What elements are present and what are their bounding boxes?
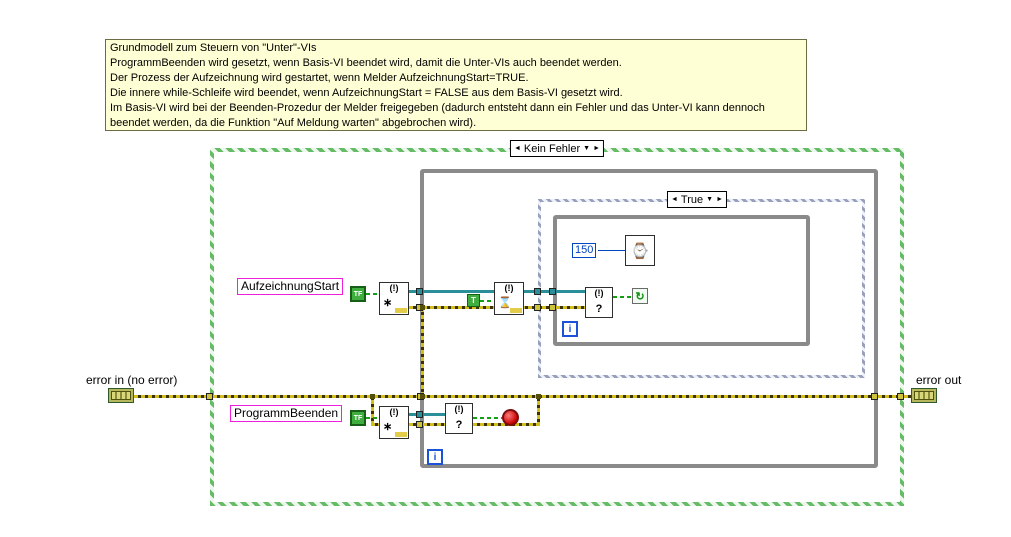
wire-junction[interactable]	[370, 394, 375, 399]
aufzeichnungstart-boolean-terminal[interactable]: TF	[350, 286, 366, 302]
tunnel-notifier[interactable]	[416, 411, 423, 418]
true-constant[interactable]: T	[467, 294, 480, 307]
tunnel-notifier[interactable]	[534, 288, 541, 295]
error-out-terminal[interactable]	[911, 388, 937, 403]
wait-on-notification-node[interactable]: (!) ⌛	[494, 282, 524, 315]
comment-line: Der Prozess der Aufzeichnung wird gestar…	[110, 72, 529, 84]
outer-loop-iteration-terminal[interactable]: i	[427, 449, 443, 465]
error-out-label: error out	[916, 373, 962, 387]
error-wire[interactable]	[421, 309, 424, 396]
numeric-wire[interactable]	[598, 250, 625, 251]
error-wire[interactable]	[904, 395, 912, 398]
comment-line: Die innere while-Schleife wird beendet, …	[110, 87, 623, 99]
clock-icon: ⌚	[630, 242, 650, 260]
wire-junction[interactable]	[420, 305, 425, 310]
question-icon: ?	[595, 303, 603, 315]
tunnel-notifier[interactable]	[416, 288, 423, 295]
boolean-wire[interactable]	[473, 417, 502, 419]
error-wire[interactable]	[371, 423, 381, 426]
boolean-wire[interactable]	[613, 296, 632, 298]
error-wire[interactable]	[134, 395, 213, 398]
obtain-notifier-icon: ∗	[383, 297, 393, 309]
tunnel-error[interactable]	[871, 393, 878, 400]
boolean-wire[interactable]	[480, 300, 494, 302]
comment-box[interactable]: Grundmodell zum Steuern von "Unter"-VIs …	[105, 39, 807, 131]
case-dropdown-icon[interactable]: ▼	[583, 145, 591, 152]
error-wire[interactable]	[371, 398, 374, 425]
error-cluster-icon	[111, 391, 131, 400]
error-wire[interactable]	[213, 395, 904, 398]
tunnel-error[interactable]	[549, 304, 556, 311]
case-prev-arrow-icon[interactable]: ◄	[513, 145, 521, 152]
tunnel-notifier[interactable]	[549, 288, 556, 295]
error-wire[interactable]	[409, 423, 445, 426]
case-next-arrow-icon[interactable]: ►	[593, 145, 601, 152]
notifier-wire[interactable]	[409, 290, 494, 293]
inner-case-selector[interactable]: ◄ True ▼ ►	[666, 191, 728, 208]
aufzeichnungstart-label[interactable]: AufzeichnungStart	[237, 278, 344, 295]
obtain-notifier-node[interactable]: (!) ∗	[379, 406, 409, 439]
outer-case-selector[interactable]: ◄ Kein Fehler ▼ ►	[509, 140, 605, 157]
connector-band	[395, 308, 407, 313]
stop-led-terminal[interactable]	[502, 409, 519, 426]
case-dropdown-icon[interactable]: ▼	[706, 196, 714, 203]
tunnel-error[interactable]	[206, 393, 213, 400]
hourglass-icon: ⌛	[498, 297, 512, 309]
comment-line: ProgrammBeenden wird gesetzt, wenn Basis…	[110, 57, 622, 69]
comment-line: beendet werden, da die Funktion "Auf Mel…	[110, 117, 477, 129]
wait-ms-node[interactable]: ⌚	[625, 235, 655, 266]
question-icon: ?	[455, 419, 463, 431]
inner-loop-iteration-terminal[interactable]: i	[562, 321, 578, 337]
wait-ms-constant[interactable]: 150	[572, 243, 597, 258]
notifier-status-node[interactable]: (!) ?	[585, 287, 613, 318]
tunnel-error[interactable]	[897, 393, 904, 400]
continue-if-true-terminal[interactable]: ↻	[632, 288, 648, 304]
notifier-badge-icon: (!)	[389, 407, 399, 417]
boolean-wire[interactable]	[366, 293, 379, 295]
case-selector-label[interactable]: Kein Fehler	[523, 142, 581, 155]
programmbeenden-label[interactable]: ProgrammBeenden	[230, 405, 343, 422]
notifier-badge-icon: (!)	[389, 283, 399, 293]
wire-junction[interactable]	[536, 394, 541, 399]
wire-junction[interactable]	[420, 394, 425, 399]
connector-band	[510, 308, 522, 313]
error-in-terminal[interactable]	[108, 388, 134, 403]
case-selector-label[interactable]: True	[680, 193, 704, 206]
notifier-badge-icon: (!)	[504, 283, 514, 293]
case-next-arrow-icon[interactable]: ►	[716, 196, 724, 203]
comment-line: Im Basis-VI wird bei der Beenden-Prozedu…	[110, 102, 765, 114]
error-in-label: error in (no error)	[86, 373, 178, 387]
tunnel-error[interactable]	[534, 304, 541, 311]
error-cluster-icon	[914, 391, 934, 400]
programmbeenden-boolean-terminal[interactable]: TF	[350, 410, 366, 426]
error-wire[interactable]	[537, 398, 540, 426]
notifier-badge-icon: (!)	[454, 404, 464, 414]
tunnel-error[interactable]	[416, 421, 423, 428]
obtain-notifier-node[interactable]: (!) ∗	[379, 282, 409, 315]
boolean-wire[interactable]	[366, 417, 379, 419]
obtain-notifier-icon: ∗	[383, 421, 393, 433]
notifier-badge-icon: (!)	[594, 288, 604, 298]
inner-while-loop[interactable]	[553, 215, 810, 346]
case-prev-arrow-icon[interactable]: ◄	[670, 196, 678, 203]
connector-band	[395, 432, 407, 437]
notifier-status-node[interactable]: (!) ?	[445, 403, 473, 434]
notifier-wire[interactable]	[409, 413, 445, 416]
comment-line: Grundmodell zum Steuern von "Unter"-VIs	[110, 42, 317, 54]
